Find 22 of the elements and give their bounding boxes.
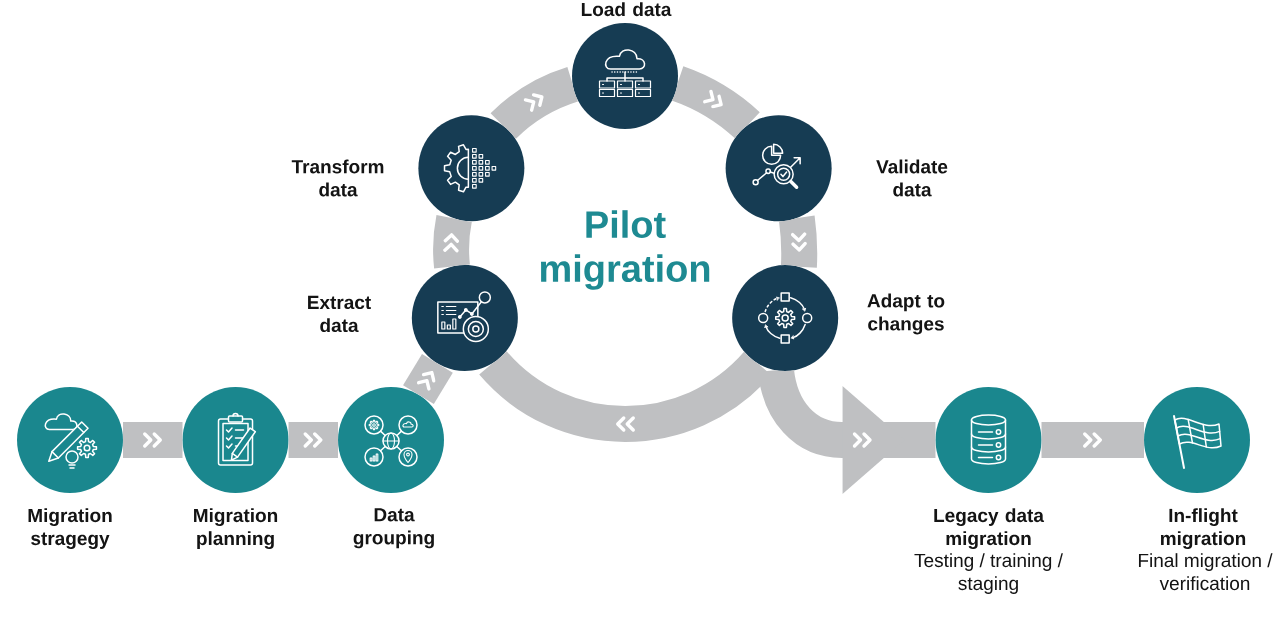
step-description: Final migration / verification xyxy=(1138,553,1273,591)
arrow xyxy=(1041,422,1144,458)
step-label: Migration planning xyxy=(194,508,278,549)
arrow xyxy=(123,422,183,458)
arrow xyxy=(403,354,453,404)
step-label: Adapt to changes xyxy=(867,293,945,335)
arrow xyxy=(758,367,936,494)
step-label: In-flight migration xyxy=(1161,508,1246,549)
step-label: Data grouping xyxy=(353,508,434,549)
step-label: Transform data xyxy=(291,159,384,197)
arrow xyxy=(288,422,338,458)
step-label: Extract data xyxy=(308,295,371,333)
cycle-title: Pilot migration xyxy=(540,210,710,290)
arrow xyxy=(433,215,472,269)
step-label: Migration stragegy xyxy=(28,508,112,549)
step-description: Testing / training / staging xyxy=(914,553,1063,594)
step-label: Load data xyxy=(581,2,672,17)
arrow xyxy=(778,215,818,268)
arrow xyxy=(671,66,760,139)
step-label: Legacy data migration xyxy=(934,508,1045,549)
arrow xyxy=(490,67,579,139)
step-label: Validate data xyxy=(876,159,948,197)
